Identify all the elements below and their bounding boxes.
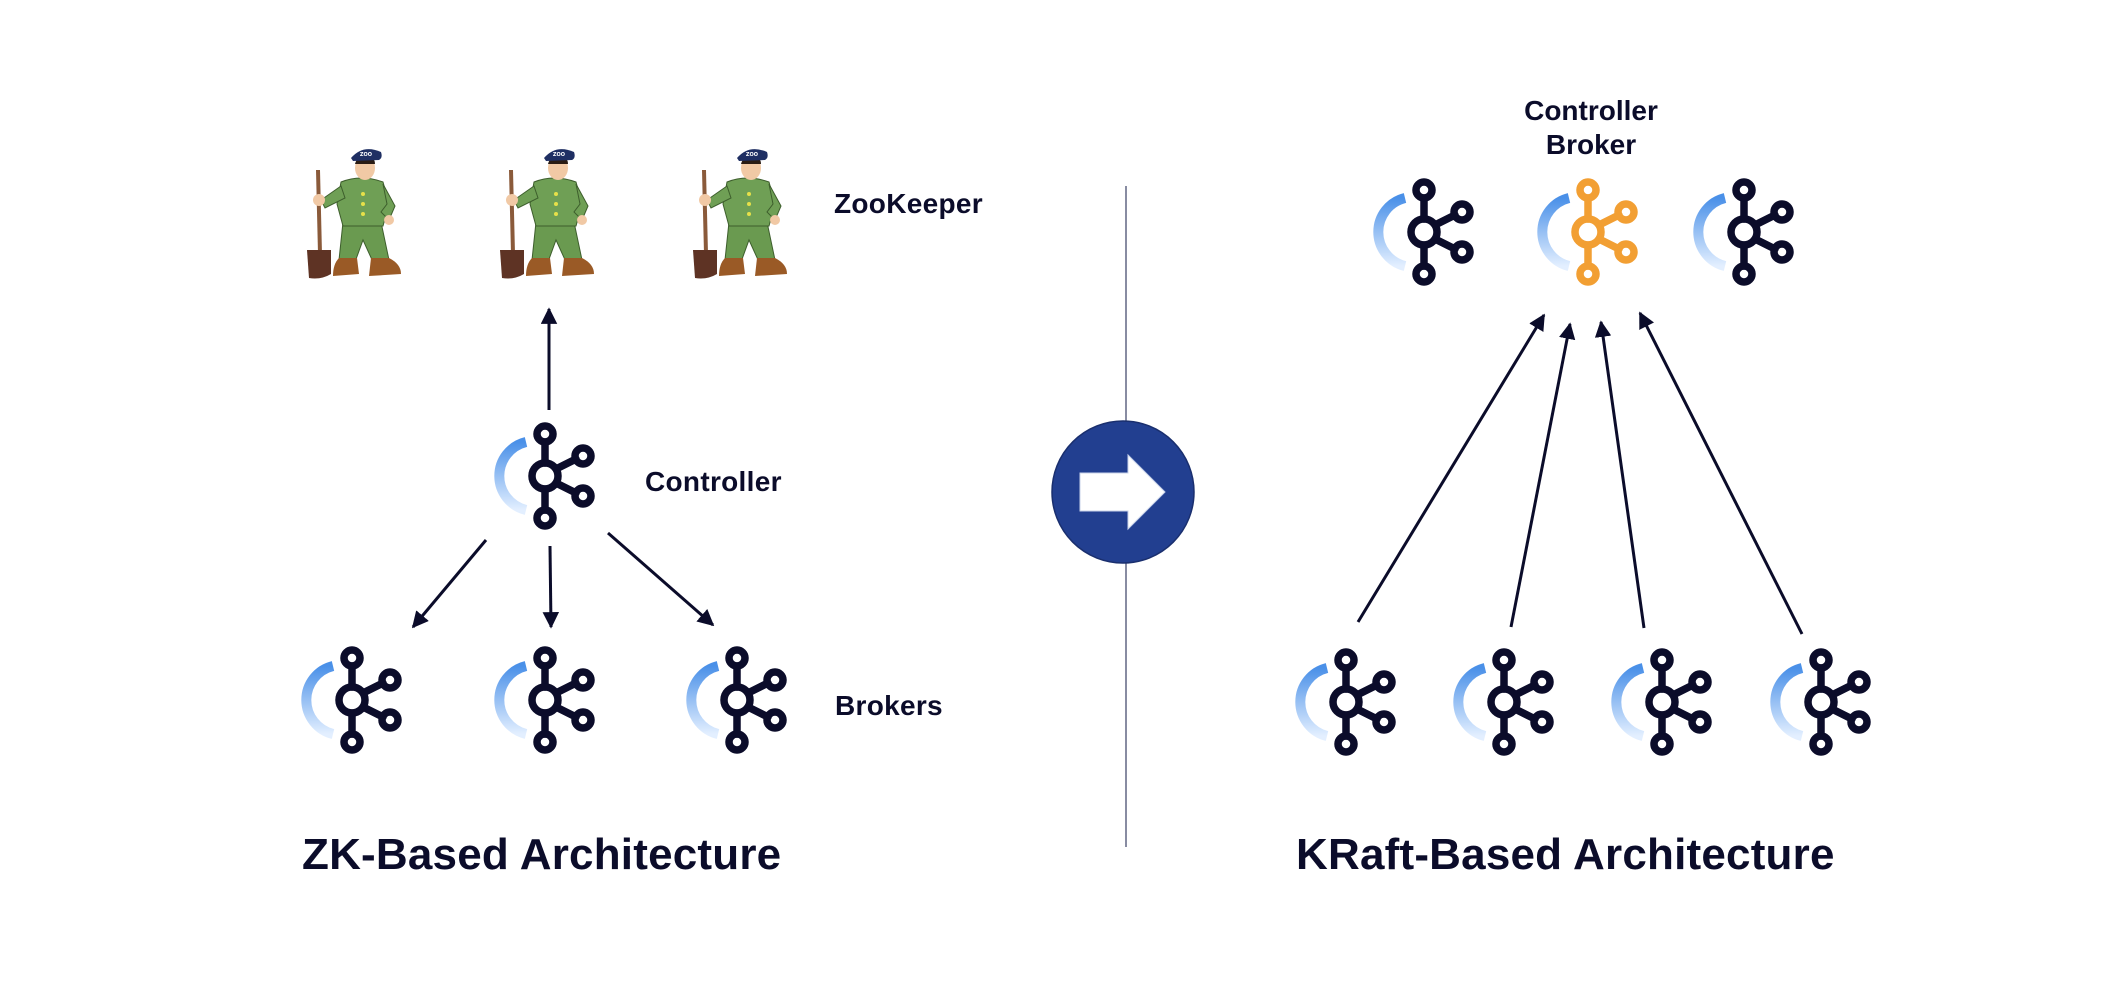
brokers-label: Brokers (835, 690, 943, 721)
broker-kafka-icon (1775, 652, 1867, 752)
kraft-arrows (1356, 311, 1804, 635)
zk-architecture-title: ZK-Based Architecture (302, 830, 782, 879)
arrow-controller-to-broker-3 (607, 531, 715, 627)
zookeeper-label: ZooKeeper (834, 188, 983, 219)
controller-broker-label-line1: Controller (1524, 95, 1658, 126)
zk-brokers (306, 650, 783, 750)
kraft-architecture-title: KRaft-Based Architecture (1296, 830, 1835, 879)
zk-arrows (411, 307, 715, 629)
broker-kafka-icon (1616, 652, 1708, 752)
zookeeper-keeper-icon (305, 147, 403, 281)
broker-kafka-icon (1300, 652, 1392, 752)
arrow-broker-1-to-controllers (1356, 313, 1546, 623)
broker-kafka-icon (499, 650, 591, 750)
zookeeper-keeper-icon (498, 147, 596, 281)
controller-label: Controller (645, 466, 782, 497)
controller-broker-label-line2: Broker (1545, 129, 1637, 160)
controller-kafka-icon (1698, 182, 1790, 282)
arrow-broker-4-to-controllers (1638, 311, 1804, 635)
controller-broker-label: Controller Broker (1471, 94, 1711, 162)
active-controller-kafka-icon (1542, 182, 1634, 282)
controller-kafka-icon (499, 426, 591, 526)
arrow-broker-3-to-controllers (1594, 320, 1646, 629)
arrow-controller-to-broker-1 (411, 539, 488, 629)
arrow-broker-2-to-controllers (1509, 322, 1576, 628)
broker-kafka-icon (1458, 652, 1550, 752)
broker-kafka-icon (306, 650, 398, 750)
kraft-controller-quorum (1378, 182, 1790, 282)
transition-arrow (1051, 420, 1195, 564)
zookeeper-keeper-icon (691, 147, 789, 281)
kraft-brokers (1300, 652, 1867, 752)
zookeeper-ensemble (305, 147, 789, 281)
arrow-right-icon (1079, 453, 1166, 531)
broker-kafka-icon (691, 650, 783, 750)
controller-kafka-icon (1378, 182, 1470, 282)
arrow-controller-to-broker-2 (542, 545, 560, 629)
